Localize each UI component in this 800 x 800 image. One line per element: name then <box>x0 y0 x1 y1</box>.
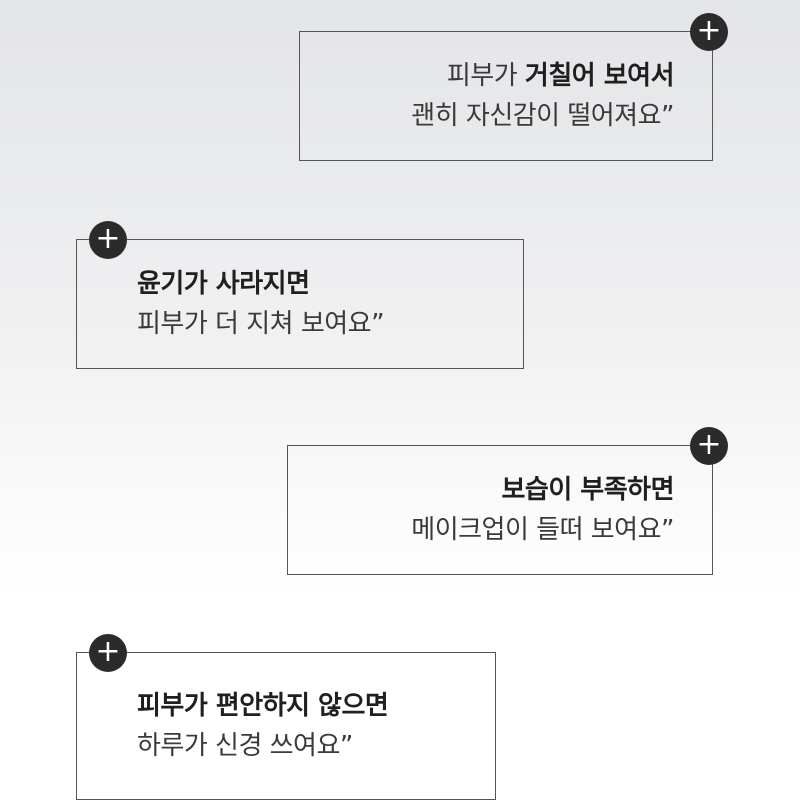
quote-line-1: 피부가 편안하지 않으면 <box>77 686 495 726</box>
quote-line-1: 피부가 거칠어 보여서 <box>300 56 712 96</box>
quote-line-1-emphasis: 거칠어 보여서 <box>524 61 675 91</box>
quote-line-1: 보습이 부족하면 <box>288 470 712 510</box>
plus-icon[interactable]: + <box>89 634 127 672</box>
quote-card-rough-skin: + 피부가 거칠어 보여서 괜히 자신감이 떨어져요” <box>299 13 728 161</box>
quote-line-2: 괜히 자신감이 떨어져요” <box>411 101 674 131</box>
plus-icon[interactable]: + <box>690 13 728 51</box>
quote-line-1-emphasis: 피부가 편안하지 않으면 <box>137 691 389 721</box>
plus-icon[interactable]: + <box>89 221 127 259</box>
quote-line-1-emphasis: 윤기가 사라지면 <box>137 269 310 299</box>
quote-line-2: 피부가 더 지쳐 보여요” <box>137 309 385 339</box>
quote-line-1: 윤기가 사라지면 <box>77 264 523 304</box>
quote-card-low-moisture: + 보습이 부족하면 메이크업이 들떠 보여요” <box>287 427 728 575</box>
quote-line-1-emphasis: 보습이 부족하면 <box>501 475 675 505</box>
quote-line-1-prefix: 피부가 <box>446 61 525 91</box>
quote-line-2: 하루가 신경 쓰여요” <box>137 731 353 761</box>
quote-card-lost-glow: + 윤기가 사라지면 피부가 더 지쳐 보여요” <box>76 221 524 369</box>
quote-card-uncomfortable-skin: + 피부가 편안하지 않으면 하루가 신경 쓰여요” <box>76 634 496 800</box>
plus-icon[interactable]: + <box>690 427 728 465</box>
quote-line-2: 메이크업이 들떠 보여요” <box>411 515 674 545</box>
